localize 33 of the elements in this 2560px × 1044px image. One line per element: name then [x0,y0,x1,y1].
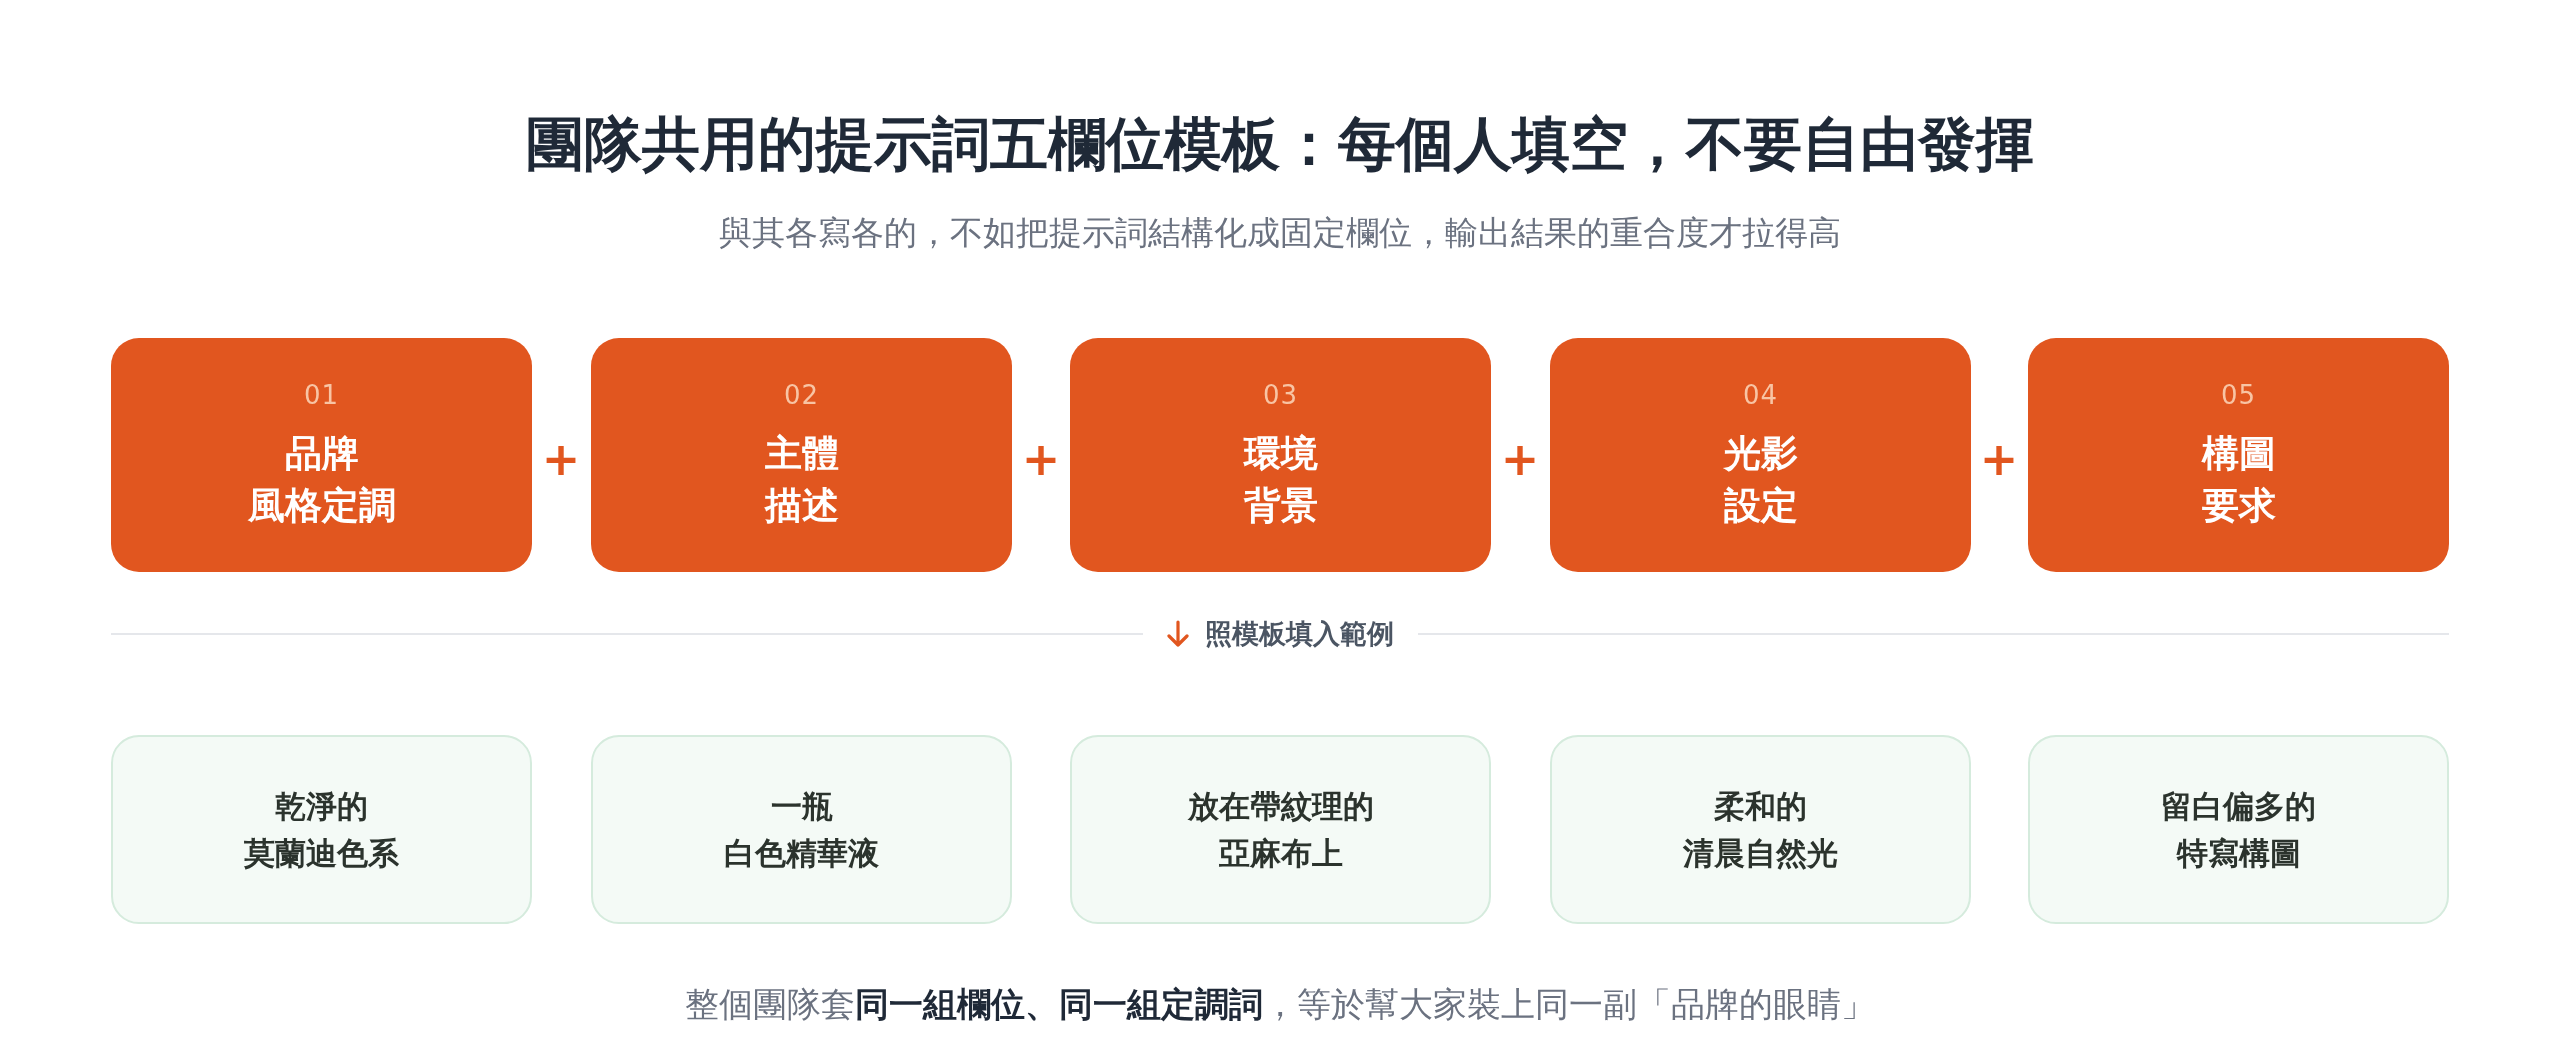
example-text: 一瓶白色精華液 [724,786,879,873]
field-card [591,338,1012,572]
subtitle: 與其各寫各的，不如把提示詞結構化成固定欄位，輸出結果的重合度才拉得高 [719,212,1841,254]
example-card [1550,735,1971,924]
field-number: 05 [2220,378,2257,411]
example-card [591,735,1012,924]
field-card [1550,338,1971,572]
title: 團隊共用的提示詞五欄位模板：每個人填空，不要自由發揮 [526,109,2034,180]
field-number: 01 [303,378,340,411]
caption: 整個團隊套同一組欄位、同一組定調詞，等於幫大家裝上同一副「品牌的眼睛」 [685,983,1875,1026]
field-name: 構圖要求 [2201,430,2276,529]
field-name: 品牌風格定調 [247,430,396,529]
example-text: 留白偏多的特寫構圖 [2161,786,2316,873]
field-name: 主體描述 [764,430,839,529]
plus-sign: + [1021,436,1061,482]
field-name: 光影設定 [1723,430,1798,529]
example-card [2028,735,2449,924]
example-text: 乾淨的莫蘭迪色系 [244,786,399,873]
field-number: 03 [1262,378,1299,411]
plus-sign: + [1979,436,2019,482]
field-number: 04 [1742,378,1779,411]
field-card [2028,338,2449,572]
example-card [1070,735,1491,924]
example-card [111,735,532,924]
field-name: 環境背景 [1243,430,1318,529]
example-text: 柔和的清晨自然光 [1683,786,1838,873]
field-card [1070,338,1491,572]
example-text: 放在帶紋理的亞麻布上 [1187,786,1374,873]
field-number: 02 [783,378,820,411]
field-card [111,338,532,572]
plus-sign: + [541,436,581,482]
plus-sign: + [1500,436,1540,482]
divider-label: 照模板填入範例 [1204,617,1394,651]
